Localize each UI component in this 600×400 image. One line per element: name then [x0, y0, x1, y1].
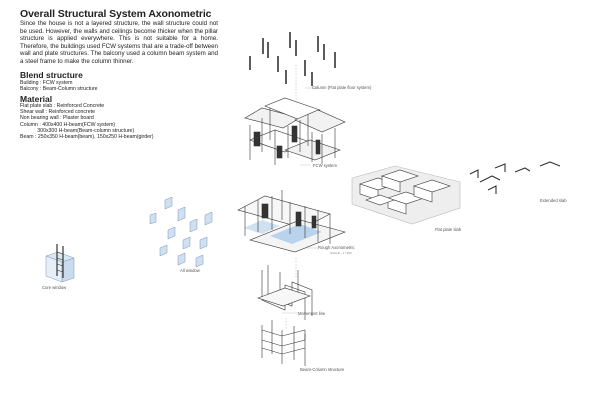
movement-line-label: Movement line: [298, 311, 326, 316]
page-title: Overall Structural System Axonometric: [20, 8, 212, 20]
material-item: Beam : 250x350 H-beam(beam), 150x250 H-b…: [20, 134, 154, 141]
scale-label: SCALE : 1 / 300: [330, 251, 352, 255]
blend-structure-heading: Blend structure: [20, 70, 83, 80]
flat-plate-slab-label: Flat plate slab: [435, 227, 462, 232]
all-window-label: All window: [180, 268, 200, 273]
core-window-block: [45, 244, 75, 283]
blend-structure-list: Building : FCW system Balcony : Beam-Col…: [20, 80, 98, 92]
blend-item: Balcony : Beam-Column structure: [20, 86, 98, 93]
intro-paragraph: Since the house is not a layered structu…: [20, 20, 218, 65]
rough-axonometric-block: [237, 190, 346, 253]
material-item: Flat plate slab : Reinforced Concrete: [20, 103, 105, 109]
column-layer: [249, 32, 336, 86]
material-item: 300x300 H-beam(Beam-column structure): [20, 127, 135, 134]
material-item: Non bearing wall : Plaster board: [20, 115, 94, 122]
column-label: Column (Flat plate floor system): [312, 85, 372, 90]
extended-slab-label: Extended slab: [540, 198, 567, 203]
material-item: Column : 400x400 H-beam(FCW system): [20, 121, 116, 128]
material-item: Shear wall : Reinforced concrete: [20, 109, 95, 116]
blend-item: Building : FCW system: [20, 80, 73, 86]
material-heading: Material: [20, 94, 53, 104]
flat-plate-slab-block: [351, 165, 461, 225]
core-window-label: Core window: [42, 285, 67, 290]
movement-line-block: [257, 265, 313, 320]
material-list: Flat plate slab : Reinforced Concrete Sh…: [20, 103, 154, 140]
beam-column-label: Beam-Column structure: [300, 367, 345, 372]
rough-axonometric-label: Rough Axonometric: [318, 245, 355, 250]
fcw-system-label: FCW system: [313, 163, 337, 168]
extended-slab-block: [469, 161, 561, 194]
all-window-block: [149, 196, 213, 268]
fcw-system-block: [244, 97, 346, 165]
beam-column-block: [261, 320, 306, 366]
